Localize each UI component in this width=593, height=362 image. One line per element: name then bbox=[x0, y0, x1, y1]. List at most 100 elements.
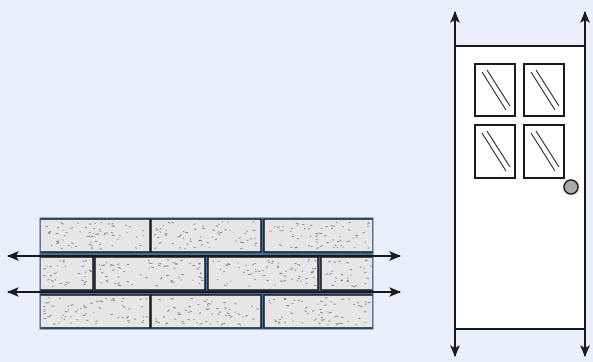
brick-speckle bbox=[315, 241, 318, 243]
brick-speckle bbox=[179, 235, 182, 237]
brick-speckle bbox=[297, 264, 301, 266]
brick-speckle bbox=[99, 248, 103, 250]
brick-speckle bbox=[148, 262, 151, 264]
brick-speckle bbox=[237, 262, 239, 264]
brick-speckle bbox=[291, 320, 294, 322]
brick-speckle bbox=[167, 221, 171, 224]
brick-speckle bbox=[159, 277, 163, 280]
brick-speckle bbox=[64, 315, 67, 318]
brick-speckle bbox=[50, 274, 52, 277]
brick-speckle bbox=[203, 300, 207, 302]
brick-speckle bbox=[331, 284, 335, 287]
brick-speckle bbox=[67, 309, 70, 311]
brick-speckle bbox=[234, 302, 237, 305]
brick-speckle bbox=[318, 314, 320, 316]
brick-speckle bbox=[70, 322, 72, 324]
brick-speckle bbox=[279, 244, 283, 246]
brick-speckle bbox=[242, 271, 245, 274]
brick-speckle bbox=[166, 322, 169, 324]
brick-speckle bbox=[105, 297, 107, 299]
brick-speckle bbox=[111, 223, 114, 225]
brick-speckle bbox=[88, 235, 91, 237]
brick-speckle bbox=[349, 268, 353, 271]
brick-speckle bbox=[319, 232, 323, 235]
brick-speckle bbox=[328, 320, 331, 322]
brick-speckle bbox=[197, 262, 201, 264]
brick-speckle bbox=[189, 262, 192, 264]
brick-speckle bbox=[208, 303, 212, 305]
door bbox=[454, 45, 586, 330]
brick-speckle bbox=[105, 279, 109, 282]
brick-speckle bbox=[355, 285, 357, 287]
brick-speckle bbox=[128, 308, 131, 310]
door-arrows bbox=[450, 10, 590, 357]
brick-speckle bbox=[181, 273, 184, 276]
brick-speckle bbox=[347, 320, 350, 323]
brick-speckle bbox=[56, 240, 60, 243]
brick-speckle bbox=[199, 323, 203, 325]
brick-speckle bbox=[100, 272, 104, 274]
brick-speckle bbox=[62, 261, 65, 263]
brick-speckle bbox=[355, 236, 358, 238]
brick-speckle bbox=[63, 318, 66, 321]
brick-speckle bbox=[212, 229, 216, 231]
brick-speckle bbox=[239, 324, 242, 326]
brick-speckle bbox=[84, 226, 88, 229]
brick-speckle bbox=[81, 265, 85, 267]
brick-speckle bbox=[104, 232, 107, 235]
brick-speckle bbox=[95, 300, 99, 303]
wall-outline bbox=[39, 217, 374, 330]
brick-speckle bbox=[54, 279, 57, 281]
brick-speckle bbox=[48, 297, 50, 299]
brick-speckle bbox=[330, 227, 334, 230]
brick-speckle bbox=[338, 260, 341, 262]
brick bbox=[40, 294, 151, 329]
brick-speckle bbox=[309, 235, 312, 237]
brick-speckle bbox=[330, 224, 333, 227]
brick-speckle bbox=[116, 263, 120, 265]
brick bbox=[150, 218, 262, 253]
brick-speckle bbox=[252, 263, 255, 266]
brick-speckle bbox=[76, 309, 79, 312]
brick-speckle bbox=[311, 267, 314, 270]
window-pane bbox=[523, 124, 565, 179]
brick-speckle bbox=[177, 312, 180, 314]
brick-speckle bbox=[320, 227, 323, 230]
brick-speckle bbox=[322, 318, 326, 321]
brick-speckle bbox=[257, 270, 261, 273]
brick-speckle bbox=[330, 301, 332, 303]
brick-speckle bbox=[301, 223, 305, 226]
brick-speckle bbox=[63, 234, 66, 237]
brick-speckle bbox=[154, 247, 157, 249]
brick-speckle bbox=[88, 269, 92, 272]
brick-speckle bbox=[70, 227, 74, 229]
brick-speckle bbox=[111, 264, 115, 267]
brick-speckle bbox=[89, 241, 92, 244]
brick-speckle bbox=[117, 276, 120, 278]
brick-speckle bbox=[221, 221, 224, 223]
brick-speckle bbox=[193, 246, 196, 249]
brick-speckle bbox=[70, 316, 72, 318]
brick-speckle bbox=[292, 233, 294, 236]
brick-speckle bbox=[238, 237, 241, 239]
brick-speckle bbox=[198, 239, 202, 242]
brick bbox=[263, 218, 373, 253]
brick-speckle bbox=[65, 281, 68, 284]
brick-speckle bbox=[56, 241, 60, 243]
brick-speckle bbox=[320, 316, 323, 319]
brick-speckle bbox=[364, 322, 367, 324]
brick-speckle bbox=[276, 226, 280, 229]
brick-speckle bbox=[194, 228, 197, 230]
brick-speckle bbox=[341, 298, 345, 300]
window-pane bbox=[474, 124, 516, 179]
brick-speckle bbox=[184, 247, 186, 250]
brick-speckle bbox=[271, 260, 275, 262]
brick-speckle bbox=[355, 323, 358, 326]
brick-speckle bbox=[100, 282, 103, 284]
brick-speckle bbox=[189, 240, 193, 243]
brick-speckle bbox=[313, 319, 316, 322]
brick-speckle bbox=[171, 221, 175, 224]
brick-speckle bbox=[149, 262, 153, 265]
brick-speckle bbox=[82, 314, 86, 317]
